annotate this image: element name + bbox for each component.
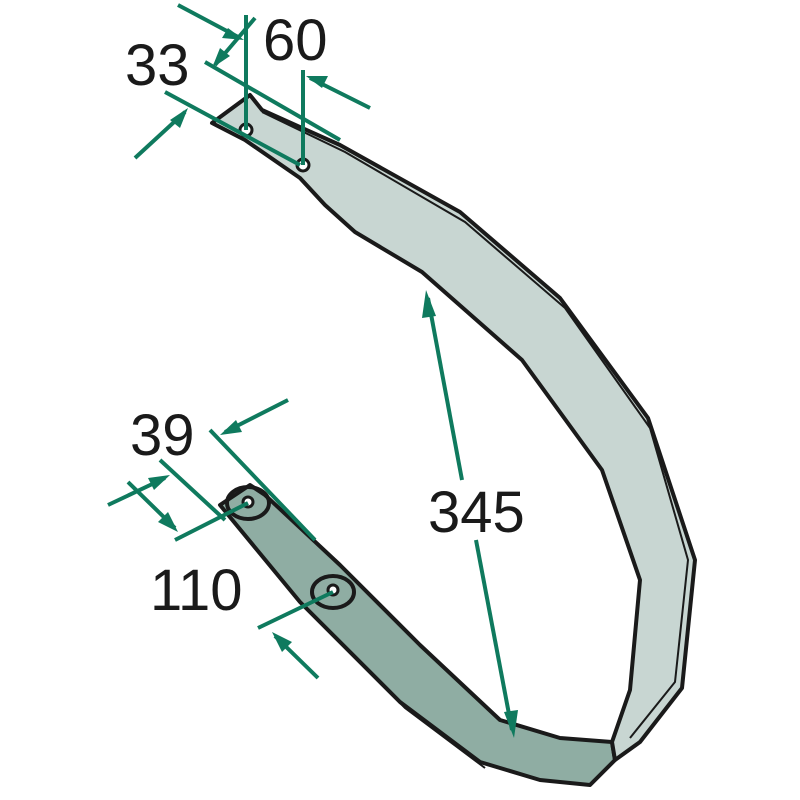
dim-top-width: 33 bbox=[125, 33, 190, 98]
dimension-lines bbox=[107, 3, 518, 738]
tine-outer-band bbox=[210, 93, 697, 762]
dim-bottom-width: 39 bbox=[130, 403, 195, 468]
dim-bottom-hole-spacing: 110 bbox=[150, 558, 242, 623]
bottom-hole-1 bbox=[225, 485, 271, 521]
dim-top-hole-spacing: 60 bbox=[263, 8, 328, 73]
tine-lower-strip bbox=[218, 483, 617, 787]
dim-length: 345 bbox=[428, 480, 525, 545]
